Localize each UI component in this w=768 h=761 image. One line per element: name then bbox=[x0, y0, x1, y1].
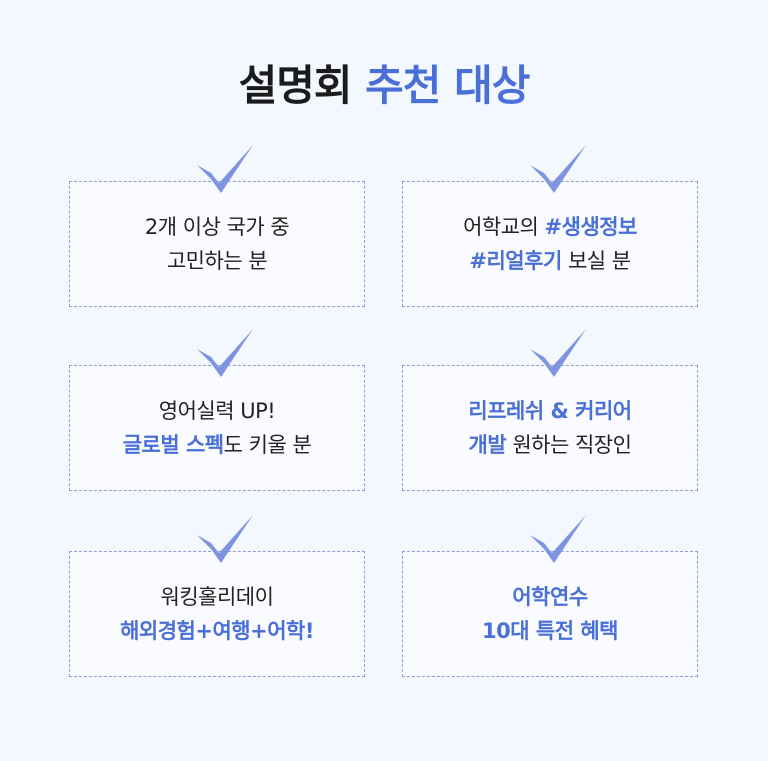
card-text: 영어실력 UP! bbox=[158, 399, 276, 423]
checkmark-icon bbox=[530, 515, 586, 563]
card-text: 어학교의 bbox=[463, 215, 545, 239]
card-line-2: 해외경험+여행+어학! bbox=[120, 614, 314, 648]
card-line-1: 영어실력 UP! bbox=[158, 394, 276, 428]
checkmark-icon bbox=[197, 329, 253, 377]
card-highlight: 어학연수 bbox=[512, 585, 588, 609]
target-card-2: 어학교의 #생생정보 #리얼후기 보실 분 bbox=[402, 181, 698, 307]
card-line-1: 워킹홀리데이 bbox=[161, 580, 274, 614]
target-card-4: 리프레쉬 & 커리어 개발 원하는 직장인 bbox=[402, 365, 698, 491]
checkmark-icon bbox=[197, 515, 253, 563]
checkmark-icon bbox=[530, 145, 586, 193]
card-highlight: #생생정보 bbox=[544, 215, 638, 239]
card-line-2: 글로벌 스펙도 키울 분 bbox=[123, 428, 312, 462]
card-text: 워킹홀리데이 bbox=[160, 585, 274, 609]
card-highlight: 해외경험+여행+어학! bbox=[120, 619, 314, 643]
checkmark-icon bbox=[197, 145, 253, 193]
card-highlight: #리얼후기 bbox=[469, 249, 562, 273]
card-highlight: 리프레쉬 & 커리어 bbox=[468, 399, 632, 423]
card-line-1: 어학연수 bbox=[512, 580, 588, 614]
card-text: 도 키울 분 bbox=[223, 433, 312, 457]
checkmark-icon bbox=[530, 329, 586, 377]
card-text: 원하는 직장인 bbox=[506, 433, 632, 457]
target-card-1: 2개 이상 국가 중 고민하는 분 bbox=[69, 181, 365, 307]
card-line-1: 어학교의 #생생정보 bbox=[463, 210, 637, 244]
card-highlight: 10대 특전 혜택 bbox=[482, 619, 618, 643]
target-card-5: 워킹홀리데이 해외경험+여행+어학! bbox=[69, 551, 365, 677]
card-text: 2개 이상 국가 중 bbox=[144, 215, 290, 239]
card-line-2: 10대 특전 혜택 bbox=[482, 614, 618, 648]
target-card-3: 영어실력 UP! 글로벌 스펙도 키울 분 bbox=[69, 365, 365, 491]
card-line-1: 2개 이상 국가 중 bbox=[144, 210, 290, 244]
card-highlight: 글로벌 스펙 bbox=[122, 433, 224, 457]
title-part-2: 추천 대상 bbox=[365, 61, 530, 110]
card-text: 보실 분 bbox=[561, 249, 631, 273]
card-line-2: 개발 원하는 직장인 bbox=[469, 428, 632, 462]
card-line-2: #리얼후기 보실 분 bbox=[469, 244, 631, 278]
card-text: 고민하는 분 bbox=[166, 249, 268, 273]
page-title: 설명회 추천 대상 bbox=[0, 52, 768, 113]
card-line-1: 리프레쉬 & 커리어 bbox=[468, 394, 632, 428]
card-line-2: 고민하는 분 bbox=[166, 244, 268, 278]
target-card-6: 어학연수 10대 특전 혜택 bbox=[402, 551, 698, 677]
card-highlight: 개발 bbox=[468, 433, 507, 457]
title-part-1: 설명회 bbox=[238, 61, 353, 110]
